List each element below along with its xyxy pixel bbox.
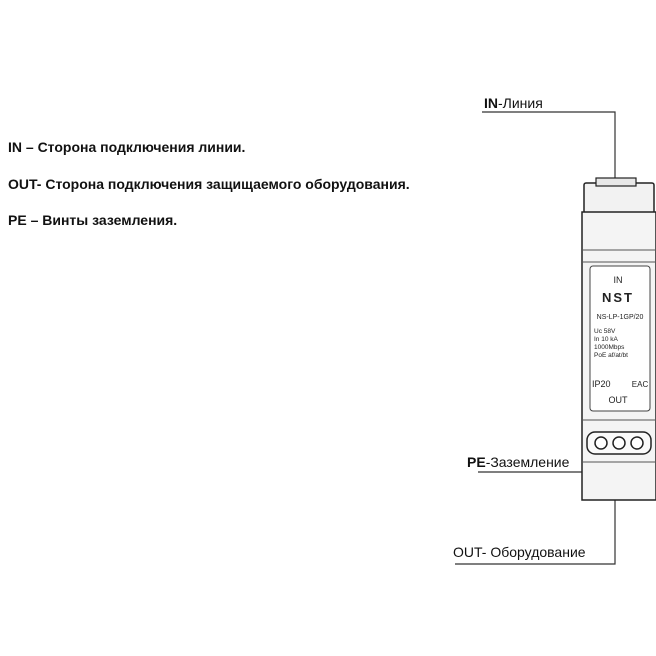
device-ip-rating: IP20 bbox=[592, 379, 611, 389]
in-leader-line bbox=[482, 111, 616, 185]
device-brand-logo: NST bbox=[602, 290, 634, 305]
callout-pe: PE-Заземление bbox=[467, 454, 569, 470]
ground-screw-2 bbox=[612, 436, 626, 450]
device-spec-1: Uc 58V bbox=[594, 328, 616, 335]
out-leader-line bbox=[455, 500, 616, 565]
device-model: NS-LP-1GP/20 bbox=[597, 314, 644, 321]
device-label-panel bbox=[589, 265, 651, 412]
device-spec-2: In 10 kA bbox=[594, 336, 619, 343]
callout-in-text: -Линия bbox=[498, 95, 543, 111]
callout-out: OUT- Оборудование bbox=[453, 544, 586, 560]
legend-in: IN – Сторона подключения линии. bbox=[8, 139, 246, 155]
device-eac-mark: EAC bbox=[632, 380, 649, 389]
callout-pe-text: -Заземление bbox=[485, 454, 570, 470]
din-rail-device: IN NST NS-LP-1GP/20 Uc 58V In 10 kA 1000… bbox=[581, 177, 656, 501]
ground-screw-1 bbox=[594, 436, 608, 450]
device-spec-3: 1000Mbps bbox=[594, 344, 625, 351]
legend-out: OUT- Сторона подключения защищаемого обо… bbox=[8, 176, 410, 192]
device-in-label: IN bbox=[614, 275, 623, 285]
legend-pe: PE – Винты заземления. bbox=[8, 212, 178, 228]
device-out-label: OUT bbox=[609, 395, 629, 405]
callout-in: IN-Линия bbox=[484, 95, 543, 111]
device-spec-4: PoE af/at/bt bbox=[594, 352, 628, 359]
callout-pe-bold: PE bbox=[467, 454, 486, 470]
ground-screw-3 bbox=[630, 436, 644, 450]
device-top-cap bbox=[583, 182, 655, 214]
callout-in-bold: IN bbox=[484, 95, 498, 111]
